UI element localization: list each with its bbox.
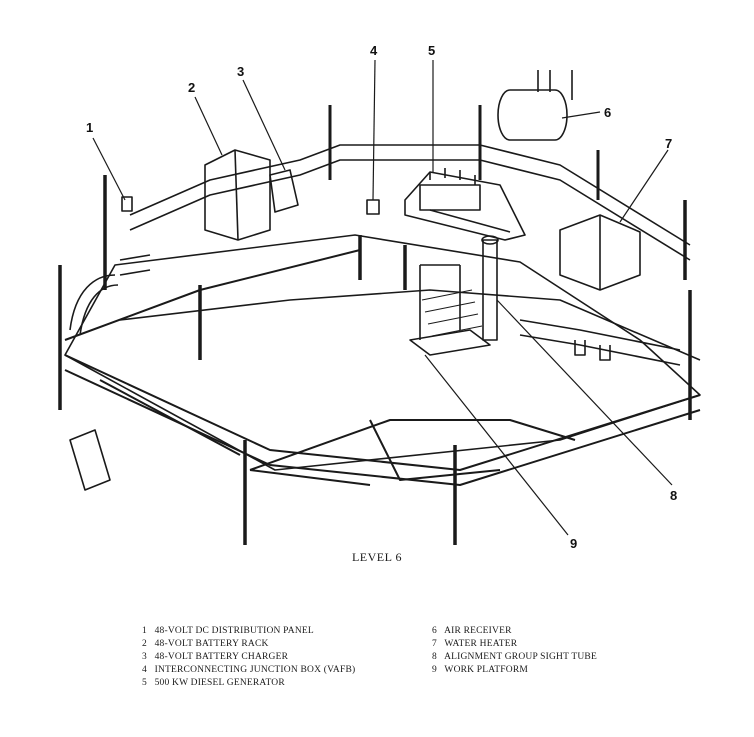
callout-5: 5: [428, 43, 435, 58]
callout-2: 2: [188, 80, 195, 95]
dc-distribution-panel: [121, 196, 133, 212]
callout-4: 4: [370, 43, 378, 58]
callout-9: 9: [570, 536, 577, 551]
water-heater: [559, 214, 641, 291]
back-railing: [129, 105, 691, 261]
legend-item: 5 500 KW DIESEL GENERATOR: [142, 678, 285, 688]
right-railing: [519, 319, 681, 366]
battery-rack: [204, 149, 271, 241]
diesel-generator: [404, 168, 526, 241]
access-ladder: [69, 254, 151, 491]
legend-column-left: 1 48-VOLT DC DISTRIBUTION PANEL 2 48-VOL…: [142, 625, 432, 690]
legend-item: 7 WATER HEATER: [432, 639, 518, 649]
air-receiver: [497, 70, 573, 141]
callout-3: 3: [237, 64, 244, 79]
legend: 1 48-VOLT DC DISTRIBUTION PANEL 2 48-VOL…: [142, 625, 702, 690]
figure-caption: LEVEL 6: [351, 550, 403, 564]
legend-item: 9 WORK PLATFORM: [432, 665, 529, 675]
work-platform: [409, 264, 491, 356]
columns: [58, 175, 692, 545]
floor-outline: [64, 234, 701, 471]
callout-leaders: [92, 59, 673, 536]
sight-tube: [481, 235, 499, 341]
steel-frame: [64, 249, 701, 486]
battery-charger: [269, 169, 299, 213]
legend-item: 3 48-VOLT BATTERY CHARGER: [142, 652, 289, 662]
legend-item: 1 48-VOLT DC DISTRIBUTION PANEL: [142, 626, 314, 636]
legend-item: 8 ALIGNMENT GROUP SIGHT TUBE: [432, 652, 597, 662]
legend-item: 6 AIR RECEIVER: [432, 626, 512, 636]
callout-1: 1: [86, 120, 93, 135]
callout-7: 7: [665, 136, 672, 151]
legend-column-right: 6 AIR RECEIVER 7 WATER HEATER 8 ALIGNMEN…: [432, 625, 702, 690]
legend-item: 2 48-VOLT BATTERY RACK: [142, 639, 269, 649]
legend-item: 4 INTERCONNECTING JUNCTION BOX (VAFB): [142, 665, 356, 675]
callout-8: 8: [670, 488, 677, 503]
level-6-equipment-diagram: 1 2 3 4 5 6 7 8 9: [58, 43, 701, 551]
callout-6: 6: [604, 105, 611, 120]
junction-box: [366, 199, 380, 215]
